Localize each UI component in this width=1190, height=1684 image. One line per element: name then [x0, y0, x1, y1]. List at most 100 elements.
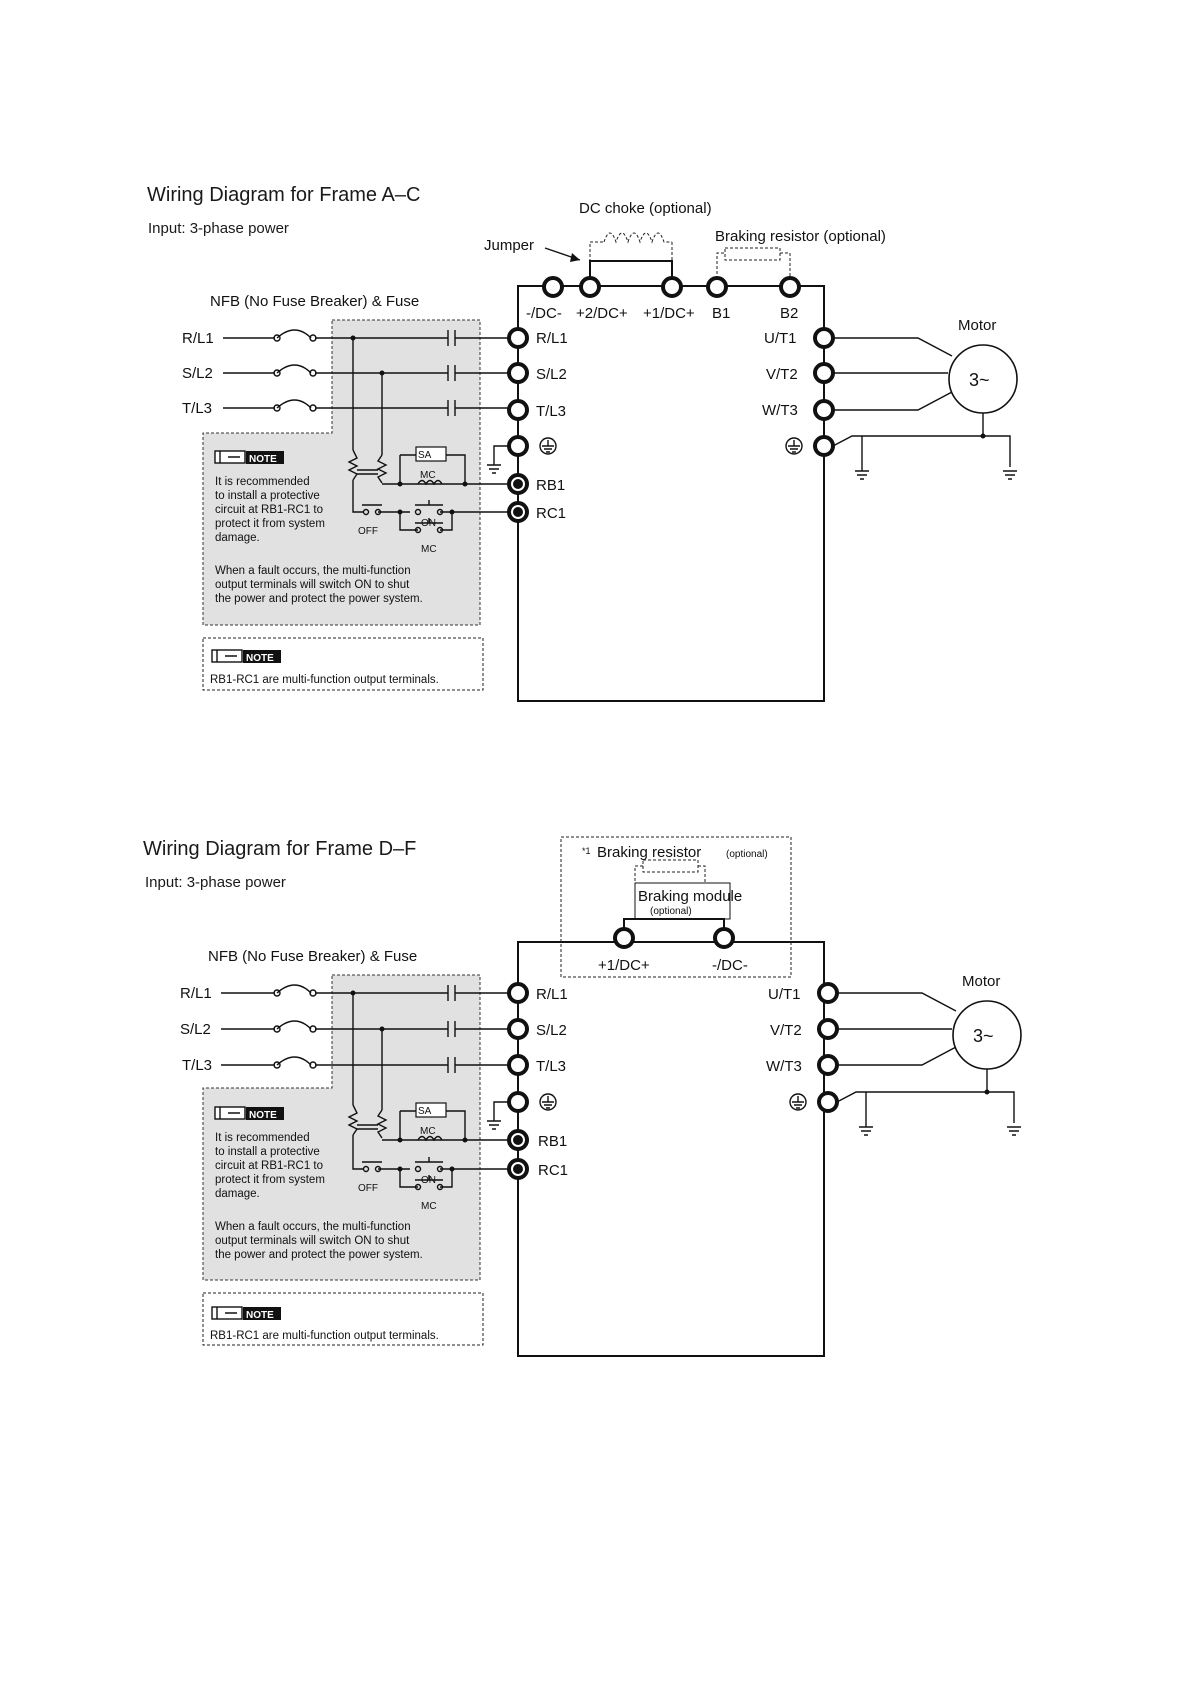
frame-ac-line-label-0: R/L1	[182, 330, 214, 347]
frame-df-ground-icon	[487, 1093, 557, 1130]
frame-df-braking-module-label: Braking module	[638, 888, 742, 905]
frame-df-terminal-tl3	[507, 1054, 529, 1076]
frame-ac-terminal-sl2	[507, 362, 529, 384]
frame-df-out-label-1: V/T2	[770, 1022, 802, 1039]
frame-ac-relay-label-0: RB1	[536, 477, 565, 494]
frame-ac-motor-label: Motor	[958, 317, 996, 334]
frame-df-note2-badge: NOTE	[211, 1306, 281, 1321]
frame-ac-note2-text: RB1-RC1 are multi-function output termin…	[210, 674, 439, 686]
frame-ac-terminal-tl3	[507, 399, 529, 421]
frame-df-braking-mark: *1	[582, 846, 591, 856]
frame-df-drive-box	[517, 941, 825, 1357]
frame-df-motor-wiring	[836, 992, 1021, 1136]
frame-ac-terminal-ground-out	[813, 435, 835, 457]
frame-ac-terminal-ground-in	[507, 435, 529, 457]
frame-ac-braking-resistor-label: Braking resistor (optional)	[715, 228, 886, 245]
frame-ac-line-label-1: S/L2	[182, 365, 213, 382]
frame-ac-top-label-2: +1/DC+	[643, 305, 695, 322]
frame-ac-sa-label: SA	[418, 450, 432, 461]
frame-df-braking-module-box	[634, 882, 731, 920]
frame-df-terminal-dc-plus1	[613, 927, 635, 949]
frame-df-note1-badge-text: NOTE	[249, 1110, 277, 1121]
frame-ac-note2-badge: NOTE	[211, 649, 281, 664]
frame-df-nfb-label: NFB (No Fuse Breaker) & Fuse	[208, 948, 417, 965]
frame-ac-terminal-vt2	[813, 362, 835, 384]
frame-df-note2-badge-text: NOTE	[246, 1310, 274, 1321]
frame-ac-ground-icon	[487, 437, 557, 474]
frame-ac-note1b-line-1: output terminals will switch ON to shut	[215, 579, 410, 591]
frame-ac-jumper-wire	[589, 260, 673, 284]
frame-ac-jumper-arrowhead	[570, 253, 580, 262]
frame-df-terminal-sl2	[507, 1018, 529, 1040]
frame-df-note2-box	[202, 1292, 484, 1346]
frame-ac-note2-box	[202, 637, 484, 691]
frame-df-braking-area	[560, 836, 792, 978]
frame-df-note1-line-1: to install a protective	[215, 1146, 320, 1158]
frame-df-line-label-2: T/L3	[182, 1057, 212, 1074]
frame-df-relay-label-0: RB1	[538, 1133, 567, 1150]
frame-ac-ground-out-icon	[785, 437, 803, 455]
frame-df-note1-line-4: damage.	[215, 1188, 260, 1200]
frame-ac-top-label-4: B2	[780, 305, 798, 322]
frame-ac-note1-line-3: protect it from system	[215, 518, 325, 530]
frame-ac-terminal-b1	[706, 276, 728, 298]
frame-ac-terminal-dc-plus2	[579, 276, 601, 298]
frame-ac-terminal-ut1	[813, 327, 835, 349]
frame-ac-in-label-0: R/L1	[536, 330, 568, 347]
frame-ac-top-label-3: B1	[712, 305, 730, 322]
frame-ac-terminal-dc-minus	[542, 276, 564, 298]
frame-ac-input-label: Input: 3-phase power	[148, 220, 289, 237]
frame-df-terminal-wt3	[817, 1054, 839, 1076]
frame-ac-top-label-0: -/DC-	[526, 305, 562, 322]
frame-df-note1-line-2: circuit at RB1-RC1 to	[215, 1160, 323, 1172]
frame-ac-dc-choke-label: DC choke (optional)	[579, 200, 712, 217]
frame-df-top-label-0: +1/DC+	[598, 957, 650, 974]
frame-df-note1-line-3: protect it from system	[215, 1174, 325, 1186]
frame-df-braking-resistor-label: Braking resistor	[597, 844, 701, 861]
frame-ac-out-label-2: W/T3	[762, 402, 798, 419]
frame-ac-nfb-label: NFB (No Fuse Breaker) & Fuse	[210, 293, 419, 310]
frame-df-off-label: OFF	[358, 1183, 378, 1194]
frame-df-out-label-0: U/T1	[768, 986, 801, 1003]
frame-df-terminal-ground-in	[507, 1091, 529, 1113]
frame-df-motor-icon	[952, 1000, 1022, 1070]
frame-df-note1-line-0: It is recommended	[215, 1132, 310, 1144]
frame-df-mc2-label: MC	[421, 1201, 437, 1212]
frame-df-note1-badge: NOTE	[214, 1106, 284, 1121]
frame-ac-protection-area	[202, 319, 481, 626]
frame-df-in-label-2: T/L3	[536, 1058, 566, 1075]
frame-ac-note1-badge: NOTE	[214, 450, 284, 465]
frame-df-in-label-0: R/L1	[536, 986, 568, 1003]
frame-df-note1b-line-1: output terminals will switch ON to shut	[215, 1235, 410, 1247]
frame-df-ground-out-icon	[789, 1093, 807, 1111]
frame-df-input-wiring	[221, 984, 510, 1191]
frame-ac-braking-resistor-icon	[724, 247, 781, 261]
frame-df-motor-label: Motor	[962, 973, 1000, 990]
frame-df-terminal-ut1	[817, 982, 839, 1004]
frame-df-motor-symbol: 3~	[973, 1026, 994, 1046]
frame-ac-note1-line-0: It is recommended	[215, 476, 310, 488]
frame-ac-dc-choke-icon	[589, 232, 673, 262]
frame-df-relay-label-1: RC1	[538, 1162, 568, 1179]
frame-ac-note2-badge-text: NOTE	[246, 653, 274, 664]
frame-ac-relay-label-1: RC1	[536, 505, 566, 522]
frame-ac-off-label: OFF	[358, 526, 378, 537]
frame-ac-in-label-2: T/L3	[536, 403, 566, 420]
frame-ac-drive-box	[517, 285, 825, 702]
frame-df-on-label: ON	[421, 1175, 436, 1186]
frame-ac-motor-icon	[948, 344, 1018, 414]
frame-df-terminal-vt2	[817, 1018, 839, 1040]
frame-df-braking-resistor-icon	[642, 859, 699, 873]
frame-ac-line-label-2: T/L3	[182, 400, 212, 417]
frame-df-line-label-0: R/L1	[180, 985, 212, 1002]
frame-ac-mc-label: MC	[420, 470, 436, 481]
frame-df-title: Wiring Diagram for Frame D–F	[143, 838, 417, 860]
frame-ac-input-wiring	[223, 329, 510, 534]
frame-ac-title: Wiring Diagram for Frame A–C	[147, 184, 421, 206]
frame-ac-out-label-1: V/T2	[766, 366, 798, 383]
frame-ac-terminal-rl1	[507, 327, 529, 349]
frame-df-input-label: Input: 3-phase power	[145, 874, 286, 891]
frame-df-protection-area	[202, 974, 481, 1281]
frame-df-line-label-1: S/L2	[180, 1021, 211, 1038]
